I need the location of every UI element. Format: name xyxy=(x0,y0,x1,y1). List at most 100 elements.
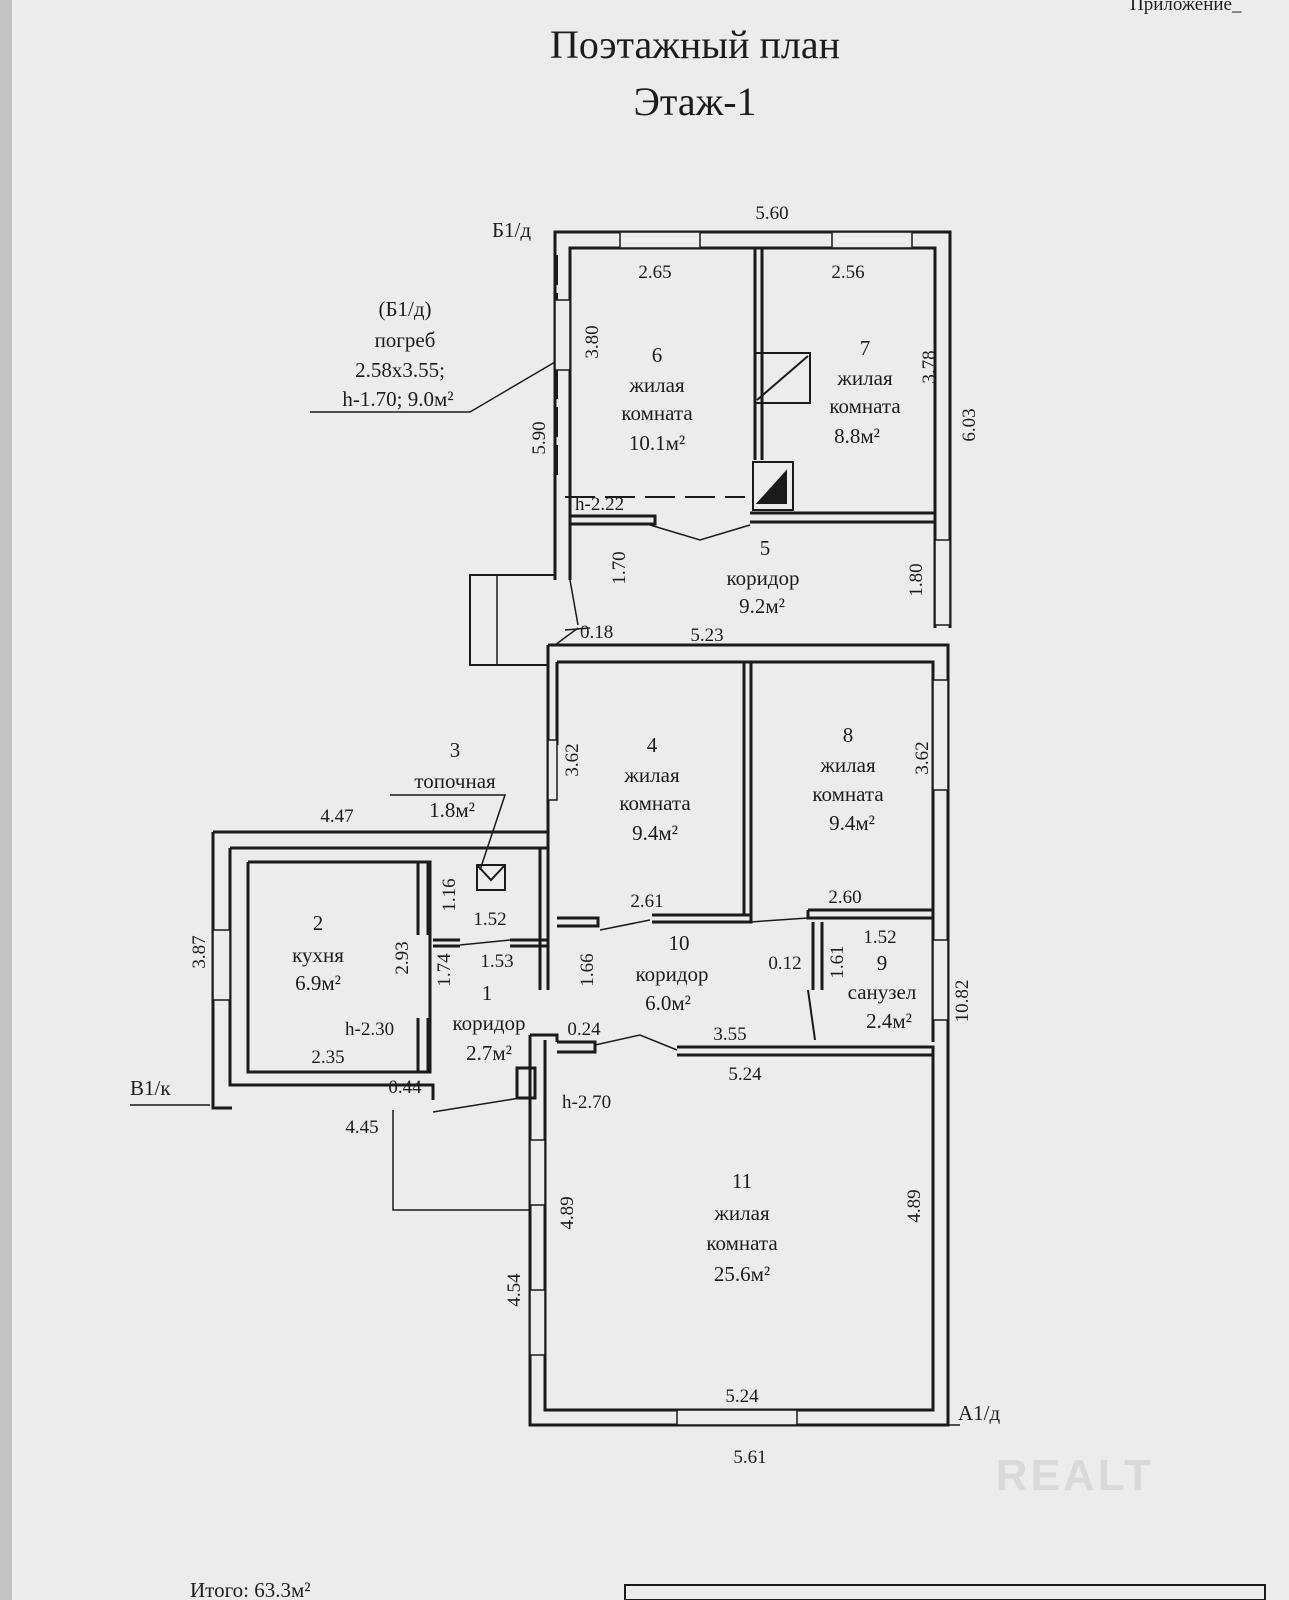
door-11 xyxy=(594,1034,678,1051)
kitchen-right-wall-upper xyxy=(416,862,430,935)
room-10-number: 10 xyxy=(669,931,690,955)
chimney-block xyxy=(515,1066,537,1100)
dim-4-45: 4.45 xyxy=(345,1117,378,1138)
dim-1-52-a: 1.52 xyxy=(473,909,506,930)
dim-3-62-a: 3.62 xyxy=(562,743,583,776)
room-2-number: 2 xyxy=(313,911,324,935)
dim-h-2-22: h-2.22 xyxy=(575,494,624,515)
room-11-number: 11 xyxy=(732,1169,752,1193)
dim-4-47: 4.47 xyxy=(320,806,353,827)
door-6-7 xyxy=(649,524,751,541)
room-1-area: 2.7м² xyxy=(466,1041,512,1065)
dim-3-62-b: 3.62 xyxy=(912,741,933,774)
cellar-leader xyxy=(310,361,556,413)
dim-4-89-a: 4.89 xyxy=(557,1196,578,1229)
stoves xyxy=(476,352,811,891)
room-2-area: 6.9м² xyxy=(295,971,341,995)
room-11-name1: жилая xyxy=(713,1201,770,1225)
window-5 xyxy=(934,539,951,626)
room-7-name2: комната xyxy=(829,394,901,418)
partition-4-8 xyxy=(742,662,753,915)
cellar-name: погреб xyxy=(375,328,436,352)
room-6-number: 6 xyxy=(652,343,663,367)
dim-1-70: 1.70 xyxy=(609,551,630,584)
dim-4-54: 4.54 xyxy=(504,1273,525,1307)
footer-stamp-box xyxy=(624,1584,1266,1600)
total-area: Итого: 63.3м² xyxy=(190,1578,311,1600)
room-10-area: 6.0м² xyxy=(645,991,691,1015)
window-4 xyxy=(547,739,558,801)
dim-10-82: 10.82 xyxy=(952,980,973,1023)
room-5-name: коридор xyxy=(726,566,799,590)
room-4-name2: комната xyxy=(619,791,691,815)
dim-3-80: 3.80 xyxy=(582,325,603,358)
watermark: REALT xyxy=(996,1451,1154,1500)
dim-4-89-b: 4.89 xyxy=(904,1189,925,1222)
room-6-name1: жилая xyxy=(628,373,685,397)
dim-3-78: 3.78 xyxy=(919,350,940,383)
wall-7-5 xyxy=(750,511,935,524)
room-5-number: 5 xyxy=(760,536,771,560)
door-8 xyxy=(749,917,809,923)
room-8-area: 9.4м² xyxy=(829,811,875,835)
room-1-number: 1 xyxy=(482,981,493,1005)
door-4 xyxy=(599,919,651,931)
dim-0-44: 0.44 xyxy=(388,1077,422,1098)
plan-title: Поэтажный план xyxy=(550,22,840,67)
dim-5-24-a: 5.24 xyxy=(728,1064,762,1085)
dim-1-53: 1.53 xyxy=(480,951,513,972)
dim-5-90: 5.90 xyxy=(529,421,550,454)
axis-b1d: Б1/д xyxy=(492,218,531,242)
window-9 xyxy=(932,939,949,1021)
dim-2-61: 2.61 xyxy=(630,891,663,912)
dim-2-35: 2.35 xyxy=(311,1047,344,1068)
wall-10-11 xyxy=(677,1045,935,1057)
dim-5-61: 5.61 xyxy=(733,1447,766,1468)
room-7-number: 7 xyxy=(860,336,871,360)
dim-h-2-70: h-2.70 xyxy=(562,1092,611,1113)
cellar-size: 2.58x3.55; xyxy=(355,358,445,382)
dim-2-93: 2.93 xyxy=(392,941,413,974)
appendix-label: Приложение_ xyxy=(1130,0,1242,15)
room-3-number: 3 xyxy=(450,738,461,762)
room-7-name1: жилая xyxy=(836,366,893,390)
room-2-name: кухня xyxy=(292,943,344,967)
wall-8-9 xyxy=(806,908,935,920)
room-6-name2: комната xyxy=(621,401,693,425)
cellar-info: h-1.70; 9.0м² xyxy=(342,387,453,411)
dim-1-80: 1.80 xyxy=(906,563,927,596)
wall-4-10-a xyxy=(557,916,600,928)
topochnaya-leader xyxy=(390,794,507,871)
dim-3-87: 3.87 xyxy=(189,935,210,968)
porch xyxy=(469,574,555,666)
dim-2-60: 2.60 xyxy=(828,887,861,908)
stove-7-icon xyxy=(754,352,811,404)
dim-2-56: 2.56 xyxy=(831,262,864,283)
windows xyxy=(212,231,951,1426)
room-9-number: 9 xyxy=(877,951,888,975)
room-8-number: 8 xyxy=(843,723,854,747)
dim-0-12: 0.12 xyxy=(768,953,801,974)
dim-2-65: 2.65 xyxy=(638,262,671,283)
window-11-b xyxy=(529,1289,546,1356)
room-9-name: санузел xyxy=(848,980,917,1004)
dim-h-2-30: h-2.30 xyxy=(345,1019,394,1040)
room-3-name: топочная xyxy=(414,769,496,793)
window-11-a xyxy=(529,1139,546,1206)
dim-1-61: 1.61 xyxy=(827,945,848,978)
cellar-code: (Б1/д) xyxy=(378,297,431,321)
room-11-corner xyxy=(530,1033,559,1042)
room-4-name1: жилая xyxy=(623,763,680,787)
upper-block-outer-wall xyxy=(553,230,952,628)
window-6 xyxy=(619,231,701,249)
dim-1-66: 1.66 xyxy=(577,953,598,986)
dim-5-23: 5.23 xyxy=(690,625,723,646)
room-3-area: 1.8м² xyxy=(429,798,475,822)
room-11-area: 25.6м² xyxy=(714,1262,770,1286)
middle-wall-outer xyxy=(548,643,950,1042)
room-7-area: 8.8м² xyxy=(834,424,880,448)
dim-5-24-b: 5.24 xyxy=(725,1386,759,1407)
